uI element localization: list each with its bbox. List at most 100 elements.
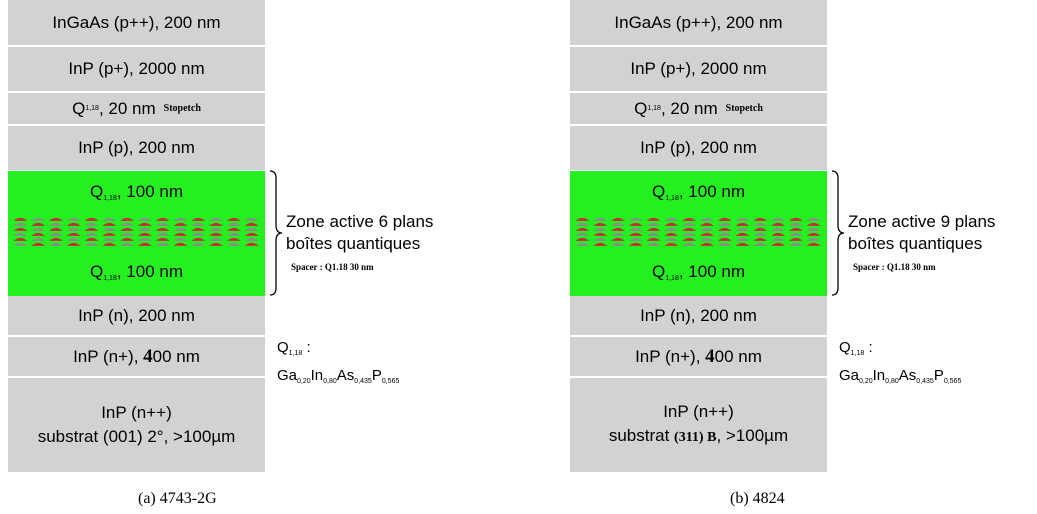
quantum-dot	[628, 227, 643, 231]
formula-as-sub: 0,435	[916, 378, 934, 385]
formula-in-sub: 0,80	[885, 378, 899, 385]
quantum-dot	[31, 232, 46, 236]
brace-b	[831, 170, 845, 296]
quantum-dot	[735, 242, 750, 246]
quantum-dot	[788, 237, 803, 241]
quantum-dot	[173, 227, 188, 231]
quantum-dot	[173, 217, 188, 221]
quantum-dot	[173, 242, 188, 246]
layer-ingaas: InGaAs (p++), 200 nm	[8, 0, 265, 47]
layer-inp-p-label: InP (p), 200 nm	[78, 138, 195, 157]
brace-a	[269, 170, 283, 296]
substrate-prefix: substrat	[608, 426, 675, 445]
quantum-dot	[191, 217, 206, 221]
layer-substrate: InP (n++) substrat (001) 2°, >100µm	[8, 378, 265, 472]
quantum-dot	[155, 222, 170, 226]
quantum-dot	[244, 217, 259, 221]
active-bot-thickness: , 100 nm	[678, 262, 745, 281]
quantum-dot	[682, 227, 696, 231]
quantum-dot	[49, 222, 63, 226]
quantum-dot	[191, 227, 206, 231]
quantum-dot	[735, 232, 750, 236]
quantum-dot	[646, 232, 661, 236]
quantum-dot	[753, 227, 768, 231]
quantum-dot	[13, 232, 28, 236]
active-bot-q-sub: 1,18	[665, 275, 679, 282]
active-top-q: Q	[651, 182, 666, 201]
formula-in-sub: 0,80	[323, 378, 337, 385]
quantum-dot	[593, 217, 608, 221]
quantum-dot	[753, 222, 768, 226]
quantum-dot	[682, 232, 696, 236]
quantum-dot	[84, 232, 99, 236]
quantum-dot	[138, 217, 152, 221]
quantum-dot	[735, 227, 750, 231]
formula-p-sub: 0,565	[943, 378, 962, 385]
active-top-q-sub: 1,18	[103, 195, 117, 202]
quantum-dot	[209, 217, 223, 221]
quantum-dot-planes-a	[13, 217, 259, 246]
quantum-dot	[49, 217, 63, 221]
quantum-dot	[191, 237, 206, 241]
active-top-q: Q	[89, 182, 104, 201]
quantum-dot	[84, 242, 99, 246]
zone-label-a: Zone active 6 plans boîtes quantiques	[286, 211, 433, 255]
quantum-dot	[628, 242, 643, 246]
quantum-dot	[84, 222, 99, 226]
substrate-orientation: , >100µm	[716, 426, 789, 445]
quantum-dot	[646, 217, 661, 221]
formula-p-sub: 0,565	[381, 378, 400, 385]
quantum-dot	[611, 237, 625, 241]
quantum-dot	[191, 222, 206, 226]
quantum-dot	[173, 222, 188, 226]
quantum-dot	[13, 227, 28, 231]
quantum-dot	[682, 242, 696, 246]
quantum-dot	[575, 222, 590, 226]
quantum-dot	[806, 232, 821, 236]
quantum-dot	[717, 237, 732, 241]
quantum-dot	[682, 217, 696, 221]
inp-n-plus-digit: 4	[143, 345, 153, 367]
quantum-dot	[226, 227, 241, 231]
quantum-dot	[664, 222, 679, 226]
inp-n-plus-digit: 4	[705, 345, 715, 367]
active-bot-thickness: , 100 nm	[116, 262, 183, 281]
quantum-dot	[191, 242, 206, 246]
quantum-dot	[31, 217, 46, 221]
quantum-dot	[244, 237, 259, 241]
quantum-dot	[31, 237, 46, 241]
quantum-dot	[788, 217, 803, 221]
quantum-dot	[31, 242, 46, 246]
quantum-dot	[138, 242, 152, 246]
spacer-note-b: Spacer : Q1.18 30 nm	[853, 262, 936, 272]
quantum-dot	[611, 222, 625, 226]
quantum-dot	[244, 222, 259, 226]
formula-in: In	[872, 367, 886, 384]
quantum-dot	[575, 237, 590, 241]
quantum-dot	[13, 222, 28, 226]
quantum-dot	[138, 227, 152, 231]
quantum-dot	[611, 232, 625, 236]
formula-colon: :	[864, 339, 873, 356]
formula-as: As	[898, 367, 917, 384]
active-zone-a: Q1,18, 100 nm Q1,18, 100 nm	[8, 171, 265, 296]
inp-n-plus-suffix: 00 nm	[152, 346, 200, 366]
layer-inp-p-plus-label: InP (p+), 2000 nm	[68, 59, 205, 78]
quantum-dot	[628, 222, 643, 226]
quantum-dot	[66, 242, 81, 246]
inp-n-plus-prefix: InP (n+),	[73, 346, 139, 366]
quantum-dot	[120, 232, 134, 236]
substrate-orientation-serif: (311) B	[674, 430, 717, 445]
quantum-dot	[102, 222, 117, 226]
zone-line-2: boîtes quantiques	[286, 234, 421, 253]
formula-q: Q	[277, 339, 289, 356]
quantum-dot	[120, 237, 134, 241]
inp-n-plus-suffix: 00 nm	[714, 346, 762, 366]
quantum-dot	[191, 232, 206, 236]
quantum-dot	[700, 222, 714, 226]
layer-ingaas-label: InGaAs (p++), 200 nm	[614, 12, 783, 32]
quantum-dot	[788, 232, 803, 236]
